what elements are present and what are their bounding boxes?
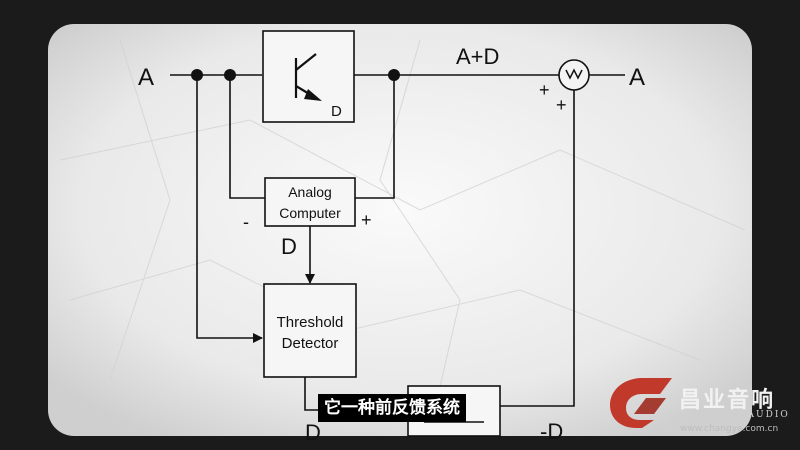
analog-label-line1: Analog	[288, 184, 332, 200]
subtitle-caption: 它一种前反馈系统	[318, 394, 466, 422]
paper-sheet	[48, 24, 752, 436]
bottom-d-label: D	[305, 420, 321, 445]
threshold-label-line2: Detector	[282, 335, 339, 352]
detector-signal-label: D	[281, 234, 297, 259]
output-signal-label: A	[629, 64, 645, 91]
analog-computer-block: Analog Computer - +	[243, 177, 372, 232]
summing-junction: + +	[539, 59, 590, 115]
input-signal-label: A	[138, 64, 154, 91]
junction-dot	[191, 69, 203, 81]
threshold-label-line1: Threshold	[277, 314, 344, 331]
transistor-block: D	[262, 30, 355, 123]
analog-minus-sign: -	[243, 212, 249, 232]
brand-logo-icon	[610, 378, 672, 428]
negative-d-label: -D	[540, 419, 563, 444]
summer-sigma-icon	[565, 68, 583, 80]
emitter-arrow-icon	[304, 89, 322, 101]
transistor-label: D	[331, 103, 342, 120]
brand-name-chinese: 昌业音响	[679, 388, 776, 413]
summer-plus-left: +	[539, 80, 550, 100]
junction-dot	[388, 69, 400, 81]
analog-label-line2: Computer	[279, 205, 341, 221]
threshold-detector-block: Threshold Detector	[263, 283, 357, 378]
brand-name-english: CHANGYE AUDIO	[680, 410, 790, 420]
summer-plus-bottom: +	[556, 95, 567, 115]
junction-dot	[224, 69, 236, 81]
sum-signal-label: A+D	[456, 44, 499, 69]
brand-watermark: 昌业音响 CHANGYE AUDIO www.changye.com.cn	[600, 368, 792, 446]
brand-url: www.changye.com.cn	[680, 424, 779, 434]
analog-plus-sign: +	[361, 210, 372, 230]
